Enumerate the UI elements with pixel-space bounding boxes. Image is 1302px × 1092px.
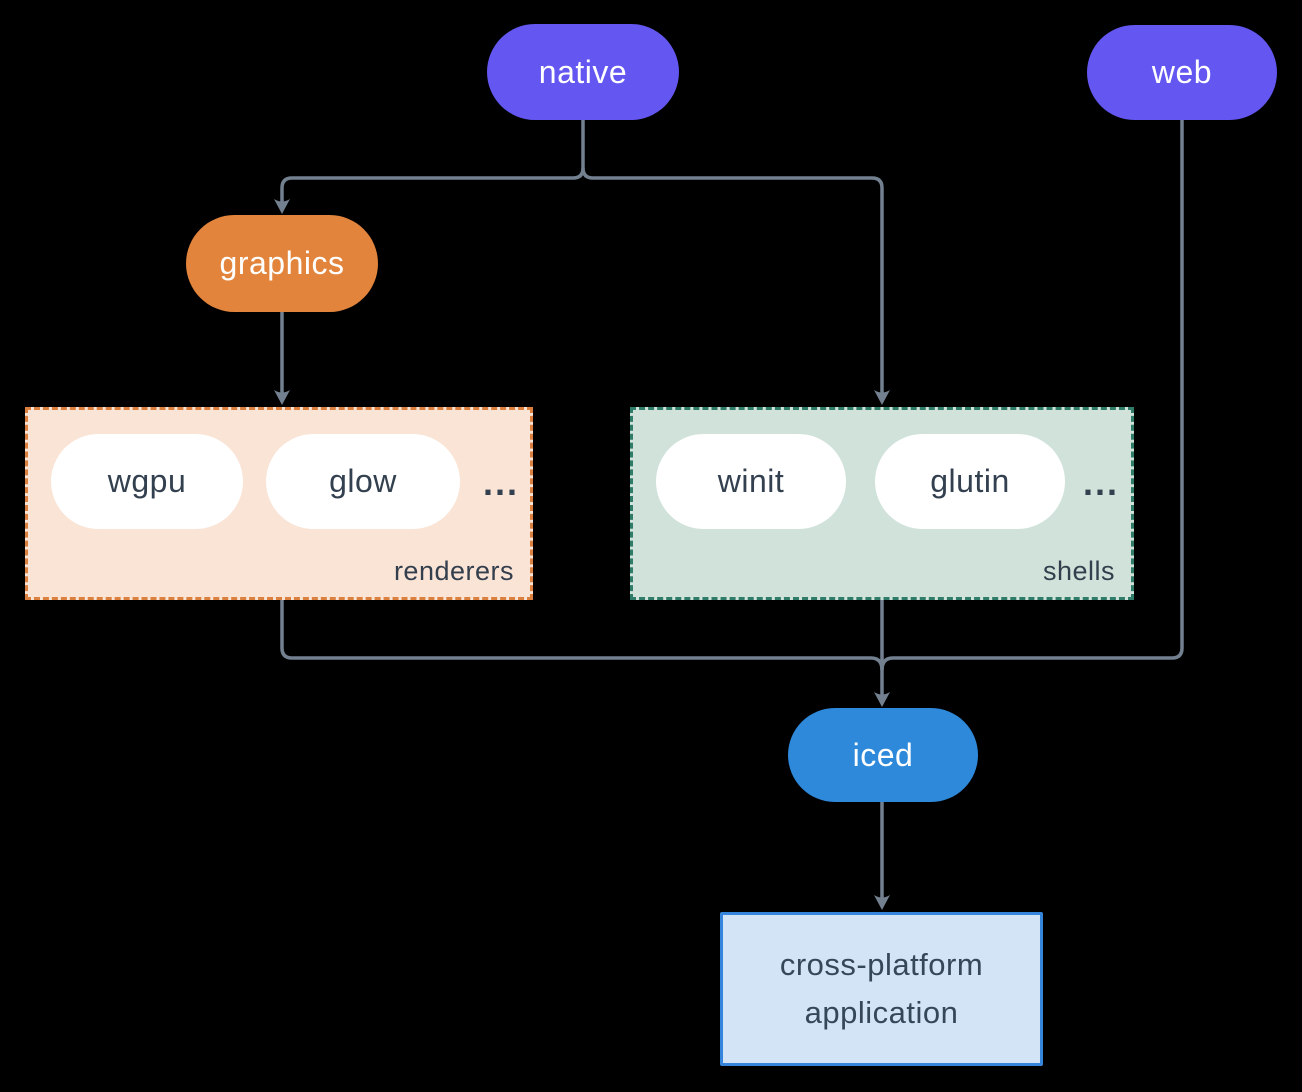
node-native: native	[487, 24, 679, 120]
node-winit: winit	[656, 434, 846, 529]
arrowhead-iced	[874, 692, 890, 707]
node-glow-label: glow	[329, 463, 397, 499]
node-application: cross-platform application	[720, 912, 1043, 1066]
node-winit-label: winit	[717, 463, 785, 499]
arrowhead-renderers	[274, 390, 290, 405]
node-glutin: glutin	[875, 434, 1065, 529]
edge-native-to-graphics	[280, 120, 585, 202]
node-web-label: web	[1151, 54, 1213, 90]
node-wgpu: wgpu	[51, 434, 243, 529]
arrowhead-shells	[874, 390, 890, 405]
node-graphics-label: graphics	[219, 245, 345, 281]
edge-native-to-shells	[581, 167, 884, 393]
node-glow: glow	[266, 434, 460, 529]
node-application-label-line2: application	[804, 995, 959, 1030]
node-wgpu-label: wgpu	[107, 463, 187, 499]
arrowhead-application	[874, 895, 890, 910]
node-iced: iced	[788, 708, 978, 802]
node-graphics: graphics	[186, 215, 378, 312]
node-application-label-line1: cross-platform	[779, 947, 984, 982]
arrowhead-graphics	[274, 199, 290, 214]
node-glutin-label: glutin	[930, 463, 1010, 499]
node-iced-label: iced	[852, 736, 914, 773]
edge-renderers-to-iced	[280, 600, 884, 671]
group-shells: winit glutin ... shells	[630, 407, 1134, 600]
group-shells-label: shells	[1042, 556, 1115, 586]
node-native-label: native	[538, 53, 628, 90]
node-web: web	[1087, 25, 1277, 120]
group-renderers-label: renderers	[393, 556, 514, 586]
group-renderers: wgpu glow ... renderers	[25, 407, 533, 600]
renderers-ellipsis: ...	[483, 462, 520, 503]
shells-ellipsis: ...	[1083, 462, 1120, 503]
